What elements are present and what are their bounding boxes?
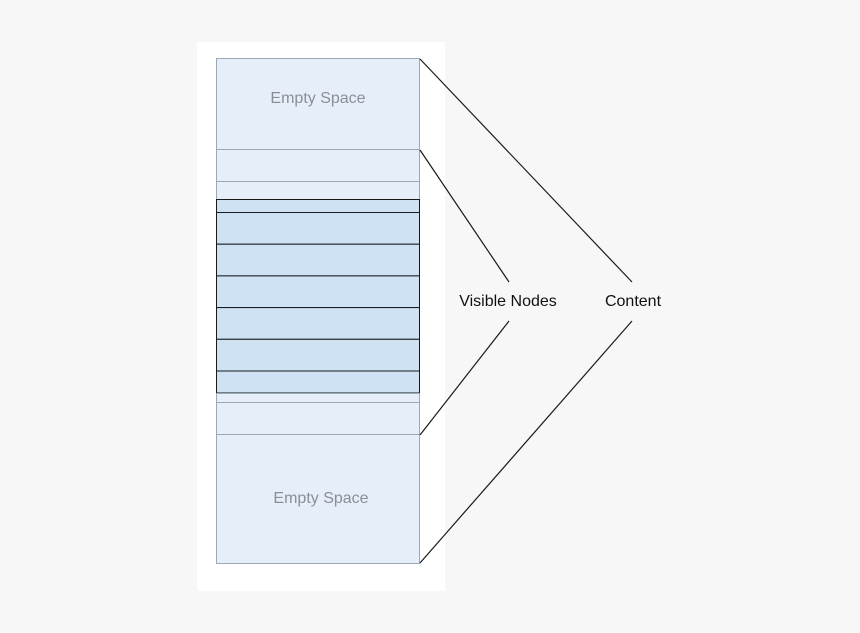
empty-space-top — [216, 58, 420, 150]
empty-space-bottom — [216, 434, 420, 564]
content-bracket-bottom — [419, 320, 633, 564]
visible-nodes-bracket-top — [419, 149, 510, 283]
visible-node-row — [216, 199, 420, 213]
visible-nodes-label: Visible Nodes — [459, 293, 557, 310]
buffer-row-top-2 — [216, 181, 420, 200]
visible-node-row — [216, 370, 420, 394]
visible-node-row — [216, 338, 420, 372]
visible-nodes-bracket-bottom — [419, 320, 510, 436]
visible-nodes-group — [216, 199, 420, 394]
buffer-row-bottom-2 — [216, 402, 420, 435]
visible-node-row — [216, 243, 420, 277]
content-bracket-top — [419, 58, 633, 283]
empty-space-top-label: Empty Space — [270, 90, 365, 107]
visible-node-row — [216, 275, 420, 309]
visible-node-row — [216, 212, 420, 245]
content-label: Content — [605, 293, 662, 310]
buffer-row-top-1 — [216, 149, 420, 182]
empty-space-bottom-label: Empty Space — [273, 490, 368, 507]
buffer-row-bottom-1 — [216, 393, 420, 403]
visible-node-row — [216, 307, 420, 340]
